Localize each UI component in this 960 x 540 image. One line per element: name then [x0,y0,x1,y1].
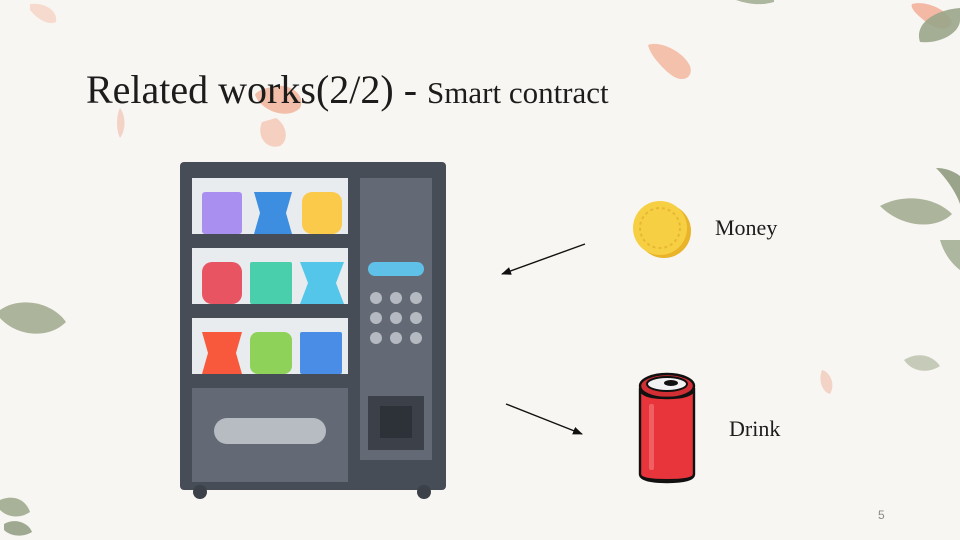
petal-icon [260,118,286,147]
leaf-icon [904,355,940,371]
money-arrow [501,243,586,275]
leaf-icon [4,521,32,536]
petal-icon [255,85,302,114]
title-main: Related works(2/2) - [86,67,428,112]
vending-machine-icon [180,162,446,499]
leaf-icon [0,497,30,517]
page-number: 5 [878,508,885,522]
petal-icon [30,3,57,24]
drink-label: Drink [729,416,781,441]
petal-icon [648,43,691,80]
title-subtitle: Smart contract [427,75,609,110]
leaf-icon [940,240,960,270]
leaf-icon [0,302,66,334]
drink-arrow [505,403,583,435]
leaf-icon [918,8,960,43]
leaf-icon [880,198,952,225]
page-title: Related works(2/2) - Smart contract [86,66,609,113]
coin-icon [633,201,691,258]
petal-icon [820,370,833,394]
soda-can-icon [638,372,696,484]
leaf-icon [936,168,960,204]
leaf-icon [736,0,774,5]
money-label: Money [715,215,778,240]
petal-icon [117,108,125,138]
